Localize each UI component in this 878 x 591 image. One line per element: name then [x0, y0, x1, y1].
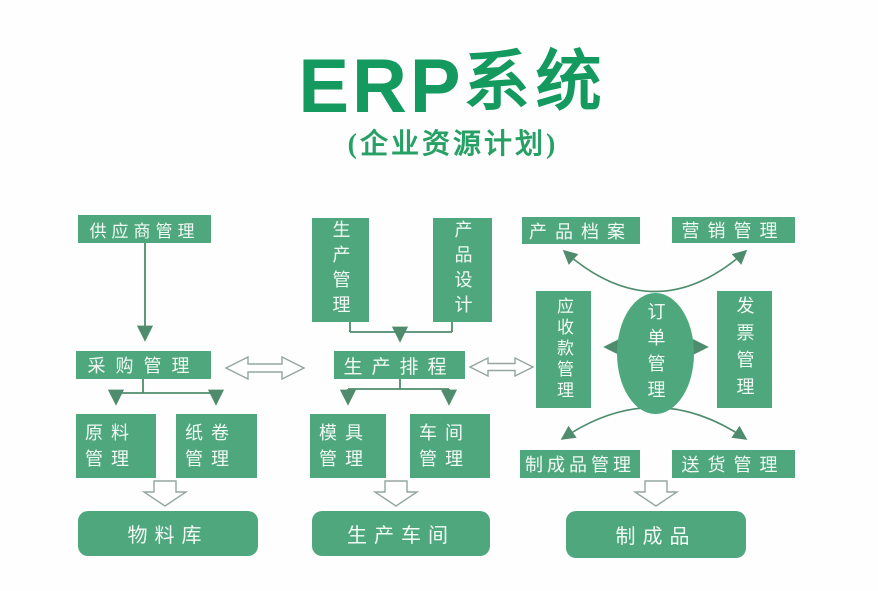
connector-production-merge [349, 322, 453, 333]
title-erp: ERP [298, 44, 464, 129]
connector-scheduling-split [348, 379, 449, 390]
block-arrow-to-finished-goods [632, 480, 680, 507]
node-marketing-management: 营销管理 [672, 217, 795, 243]
node-paper-roll-management: 纸卷管理 [176, 414, 257, 478]
node-mold-management: 模具管理 [310, 414, 386, 478]
node-material-warehouse: 物料库 [78, 511, 258, 556]
node-finished-goods-management: 制成品管理 [520, 450, 640, 478]
page-title: ERP系统 [14, 28, 878, 130]
node-product-archive: 产品档案 [522, 217, 640, 244]
node-product-design: 产品设计 [433, 218, 492, 322]
node-finished-goods: 制成品 [566, 511, 746, 558]
node-purchase-management: 采购管理 [76, 351, 211, 379]
node-workshop-management: 车间管理 [410, 414, 490, 478]
node-supplier-management: 供应商管理 [78, 215, 211, 243]
block-arrow-to-material-warehouse [141, 480, 189, 507]
node-invoice-management: 发票管理 [717, 291, 772, 408]
node-receivables-management: 应收款管理 [536, 291, 591, 408]
node-order-management: 订单管理 [617, 293, 694, 414]
node-delivery-management: 送货管理 [672, 450, 795, 478]
connector-purchase-split [116, 379, 216, 394]
block-arrow-to-production-workshop [372, 480, 420, 507]
node-production-workshop: 生产车间 [312, 511, 490, 556]
double-arrow-scheduling-receivables [468, 356, 535, 378]
node-raw-material-management: 原料管理 [76, 414, 156, 478]
arc-order-to-archive-marketing [562, 249, 748, 293]
page-subtitle: (企业资源计划) [347, 129, 559, 160]
double-arrow-purchase-scheduling [224, 355, 306, 381]
title-system: 系统 [463, 46, 608, 119]
node-production-scheduling: 生产排程 [334, 351, 465, 379]
node-production-management: 生产管理 [312, 218, 369, 322]
